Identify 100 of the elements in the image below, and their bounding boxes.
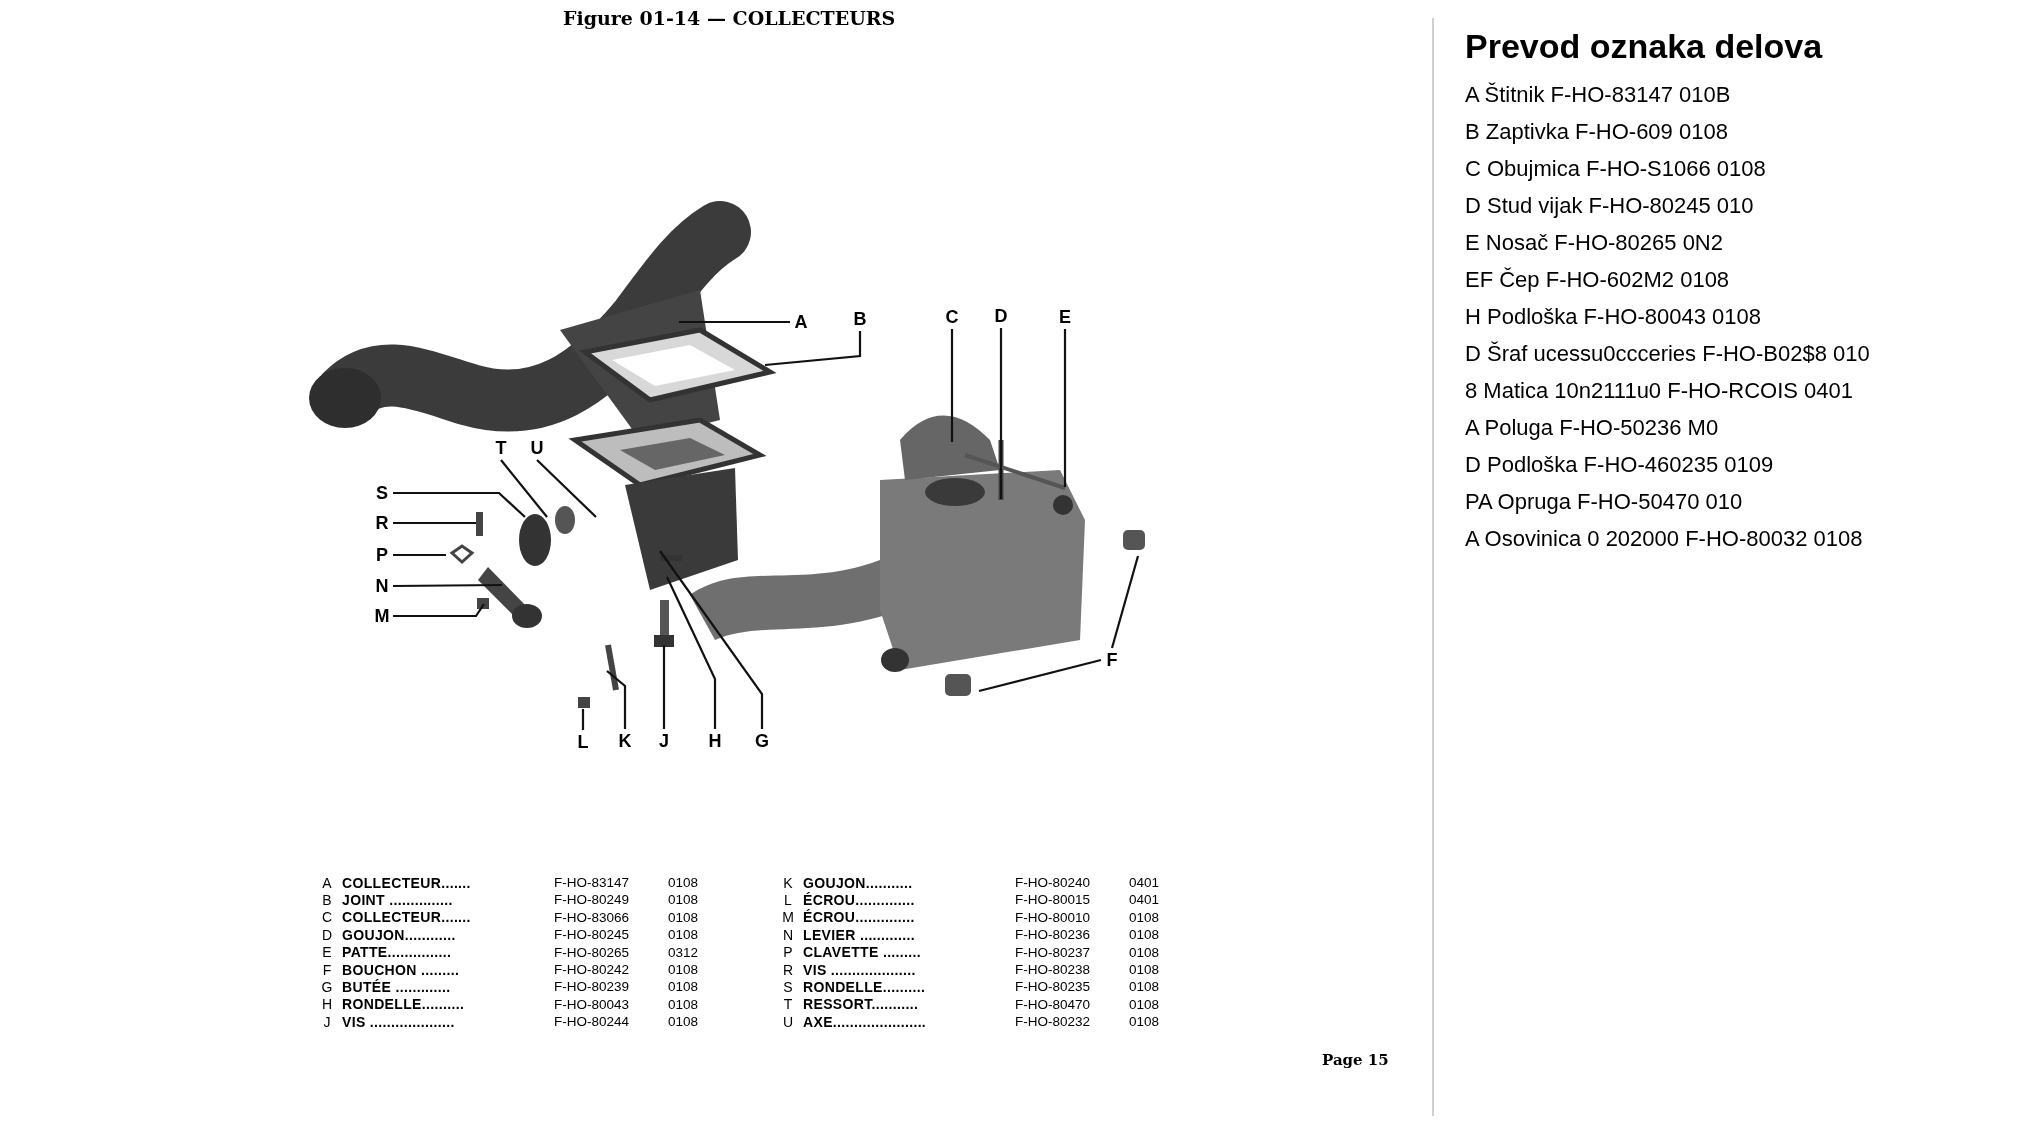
leader-line: [393, 521, 476, 525]
part-name: BUTÉE .............: [342, 979, 451, 996]
part-number: F-HO-80245: [553, 928, 631, 942]
translation-line: D Podloška F-HO-460235 0109: [1465, 451, 1775, 479]
part-code: 0108: [668, 875, 699, 890]
leader-line: [393, 583, 502, 588]
callout-letter: U: [526, 436, 548, 460]
part-code: 0108: [1129, 928, 1160, 942]
part-letter: M: [781, 910, 795, 925]
part-number: F-HO-80232: [1014, 1015, 1092, 1029]
part-number: F-HO-80240: [1014, 875, 1092, 890]
part-name: ÉCROU..............: [803, 892, 915, 909]
part-number: F-HO-80242: [553, 962, 631, 977]
leader-line: [659, 550, 764, 729]
translation-line: D Stud vijak F-HO-80245 010: [1465, 192, 1755, 220]
callout-letter: J: [653, 729, 675, 753]
callout-letter: R: [371, 511, 393, 535]
part-name: RESSORT...........: [803, 996, 919, 1013]
part-letter: B: [321, 893, 333, 908]
translation-line: B Zaptivka F-HO-609 0108: [1465, 118, 1729, 146]
part-code: 0401: [1129, 875, 1160, 890]
part-letter: N: [781, 927, 795, 942]
part-letter: P: [782, 945, 794, 960]
part-name: BOUCHON .........: [342, 961, 460, 978]
callout-letter: M: [371, 604, 393, 628]
leader-line: [1063, 329, 1067, 487]
part-number: F-HO-80470: [1014, 997, 1092, 1012]
part-code: 0108: [1129, 1015, 1160, 1029]
leader-line: [393, 491, 526, 518]
part-number: F-HO-80265: [553, 945, 631, 959]
callout-letter: N: [371, 574, 393, 598]
part-code: 0108: [1129, 962, 1160, 977]
part-number: F-HO-80249: [553, 893, 631, 907]
part-code: 0312: [668, 945, 699, 959]
part-number: F-HO-80010: [1014, 910, 1092, 925]
part-letter: G: [320, 980, 334, 995]
leader-line: [606, 670, 627, 729]
translation-line: PA Opruga F-HO-50470 010: [1465, 488, 1744, 516]
part-letter: R: [781, 962, 795, 977]
part-number: F-HO-80043: [553, 997, 631, 1012]
part-name: ÉCROU..............: [803, 909, 915, 926]
part-code: 0108: [668, 997, 699, 1012]
callout-letter: L: [572, 730, 594, 754]
callout-letter: C: [941, 305, 963, 329]
part-name: VIS ....................: [803, 961, 916, 978]
callout-letter: P: [371, 543, 393, 567]
part-letter: U: [781, 1014, 795, 1029]
leader-line: [1110, 555, 1140, 649]
part-letter: F: [321, 962, 333, 977]
translation-line: H Podloška F-HO-80043 0108: [1465, 303, 1762, 331]
part-number: F-HO-80237: [1014, 945, 1092, 959]
part-code: 0401: [1129, 893, 1160, 907]
translation-line: A Štitnik F-HO-83147 010B: [1465, 81, 1732, 109]
figure-title: Figure 01-14 — COLLECTEURS: [563, 6, 896, 31]
part-name: LEVIER .............: [803, 926, 916, 943]
part-letter: L: [783, 893, 793, 908]
part-code: 0108: [668, 1015, 699, 1029]
part-code: 0108: [1129, 997, 1160, 1012]
leader-line: [666, 576, 717, 729]
callout-letter: K: [614, 729, 636, 753]
callout-letter: E: [1054, 305, 1076, 329]
part-code: 0108: [668, 893, 699, 907]
leader-line: [679, 320, 790, 324]
leader-line: [393, 553, 446, 557]
part-letter: H: [320, 997, 334, 1012]
translation-line: EF Čep F-HO-602M2 0108: [1465, 266, 1731, 294]
part-name: JOINT ...............: [342, 892, 453, 909]
part-name: PATTE...............: [342, 944, 452, 961]
leader-line: [978, 658, 1102, 693]
callout-letter: H: [704, 729, 726, 753]
part-name: GOUJON............: [342, 926, 456, 943]
part-code: 0108: [1129, 945, 1160, 959]
part-letter: D: [320, 927, 334, 942]
leader-line: [764, 331, 862, 367]
callout-letter: B: [849, 307, 871, 331]
callout-letter: A: [790, 310, 812, 334]
leader-line: [950, 329, 954, 442]
translation-line: C Obujmica F-HO-S1066 0108: [1465, 155, 1767, 183]
part-name: COLLECTEUR.......: [342, 874, 471, 891]
leader-line: [393, 603, 485, 618]
part-name: RONDELLE..........: [803, 979, 926, 996]
part-number: F-HO-80235: [1014, 980, 1092, 994]
part-number: F-HO-80238: [1014, 962, 1092, 977]
part-name: AXE......................: [803, 1013, 927, 1030]
part-code: 0108: [668, 910, 699, 925]
part-letter: E: [321, 945, 333, 960]
part-code: 0108: [668, 928, 699, 942]
part-name: RONDELLE..........: [342, 996, 465, 1013]
part-number: F-HO-83147: [553, 875, 631, 890]
panel-heading: Prevod oznaka delova: [1465, 26, 1824, 67]
part-number: F-HO-80239: [553, 980, 631, 994]
translation-line: D Šraf ucessu0ccceries F-HO-B02$8 010: [1465, 340, 1870, 368]
part-number: F-HO-83066: [553, 910, 631, 925]
part-code: 0108: [668, 980, 699, 994]
leader-line: [662, 645, 666, 729]
leader-line: [500, 459, 548, 518]
translation-line: E Nosač F-HO-80265 0N2: [1465, 229, 1724, 257]
leader-line: [999, 328, 1003, 499]
part-name: COLLECTEUR.......: [342, 909, 471, 926]
part-code: 0108: [668, 962, 699, 977]
